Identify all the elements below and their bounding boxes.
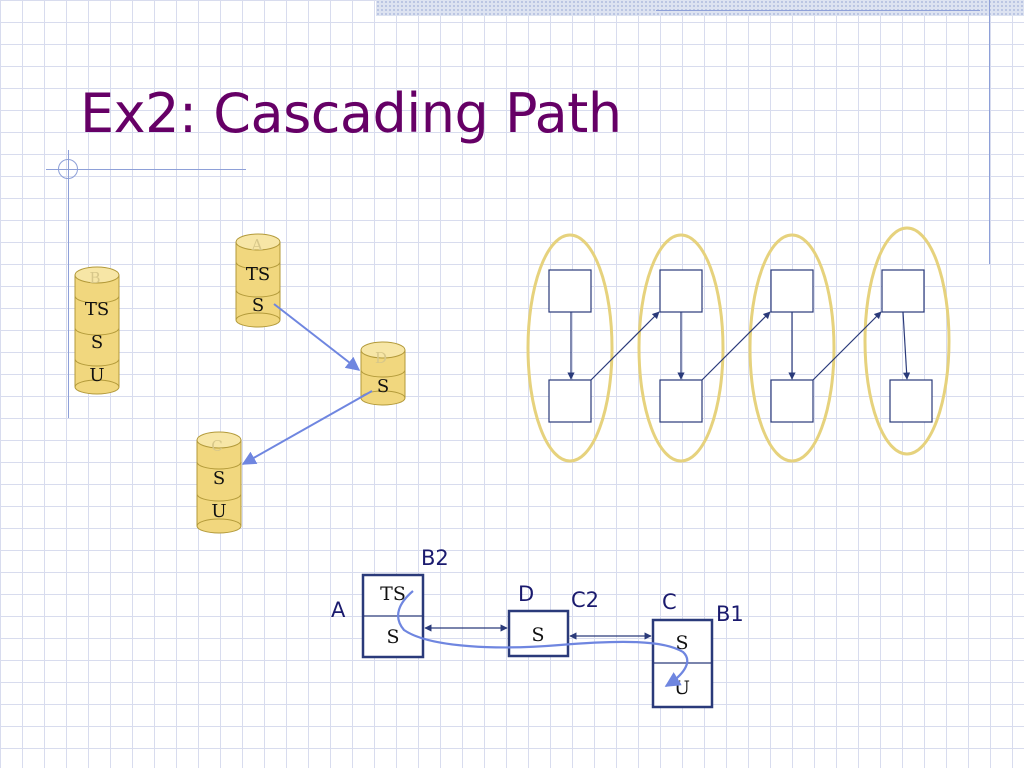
chain-group-4 [863, 226, 951, 456]
stack-a-label-s: S [252, 295, 264, 316]
stack-d: D S [360, 341, 406, 406]
slide-title: Ex2: Cascading Path [80, 82, 622, 145]
chain-bottom-box-1 [548, 379, 592, 423]
stack-b-sep [74, 295, 120, 304]
stack-c-sep [196, 493, 242, 502]
chain-diagram [526, 226, 951, 463]
stack-a-sep [235, 261, 281, 270]
stack-d-label-s: S [377, 376, 389, 397]
stack-c: C S U [196, 431, 242, 534]
box-d-tag: C2 [571, 588, 599, 612]
stack-a-label-name: A [251, 236, 263, 254]
stack-b-sep [74, 358, 120, 367]
arrow-d-to-c [241, 390, 373, 465]
stack-c-bottom [196, 518, 242, 534]
chain-bottom-box-4 [889, 379, 933, 423]
box-a-cell-s: S [386, 626, 399, 648]
stack-a-top [235, 233, 281, 251]
title-underline [46, 169, 246, 170]
box-c-cell-s: S [675, 632, 688, 654]
stack-c-top [196, 431, 242, 449]
chain-group-2 [637, 233, 725, 463]
box-d-name: D [518, 582, 534, 606]
stack-a-bottom [235, 312, 281, 328]
chain-diag-arrow-1 [590, 311, 660, 381]
stack-d-top [360, 341, 406, 359]
stack-a-sep [235, 289, 281, 298]
stack-a: A TS S [235, 233, 281, 328]
stack-b-bottom [74, 379, 120, 395]
top-rule-line [656, 10, 980, 11]
bottom-path-diagram: TS S S S U A B2 D C2 C B1 [331, 546, 744, 709]
box-a-name: A [331, 598, 346, 622]
stack-b: B TS S U [74, 266, 120, 395]
stack-b-top [74, 266, 120, 284]
left-rule-line [68, 150, 69, 418]
top-decoration-band [376, 0, 1024, 16]
crosshair-circle [58, 159, 78, 179]
stack-a-label-ts: TS [246, 264, 270, 285]
chain-down-arrow-4 [902, 311, 911, 380]
box-c-cell-u: U [674, 677, 690, 699]
stack-c-label-name: C [211, 437, 222, 455]
chain-diag-arrow-3 [812, 311, 882, 381]
chain-top-box-2 [659, 269, 703, 313]
stack-b-label-u: U [89, 365, 104, 386]
chain-group-3 [748, 233, 836, 463]
stack-d-sep [360, 369, 406, 378]
stack-b-label-s: S [91, 332, 103, 353]
stack-b-sep [74, 327, 120, 336]
stack-c-body [196, 439, 242, 527]
chain-top-box-1 [548, 269, 592, 313]
box-d-cell-s: S [531, 624, 544, 646]
box-a-tag: B2 [421, 546, 449, 570]
box-c-name: C [662, 590, 677, 614]
stack-c-label-u: U [211, 501, 226, 522]
chain-bottom-box-3 [770, 379, 814, 423]
stack-c-sep [196, 461, 242, 470]
box-c-tag: B1 [716, 602, 744, 626]
stack-b-body [74, 274, 120, 388]
cascade-path-curve [397, 590, 689, 687]
chain-group-1 [526, 233, 614, 463]
box-d [507, 609, 570, 658]
stack-d-label-name: D [375, 349, 387, 367]
chain-top-box-3 [770, 269, 814, 313]
chain-bottom-box-2 [659, 379, 703, 423]
box-a-cell-ts: TS [380, 583, 406, 605]
chain-top-box-4 [881, 269, 925, 313]
arrow-a-to-d [273, 303, 361, 371]
stack-c-label-s: S [213, 468, 225, 489]
chain-diag-arrow-2 [701, 311, 771, 381]
stack-b-label-name: B [89, 269, 100, 287]
stack-b-label-ts: TS [85, 299, 109, 320]
right-rule-line [989, 0, 990, 264]
